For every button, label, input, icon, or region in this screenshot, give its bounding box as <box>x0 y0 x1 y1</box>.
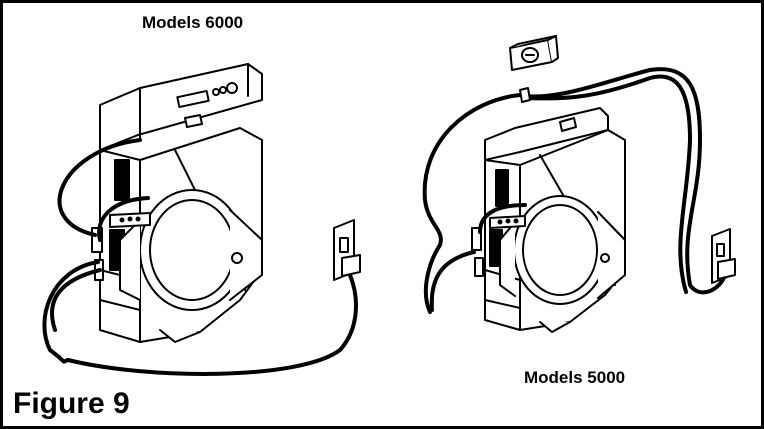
power-outlet-5000 <box>711 228 736 284</box>
models-6000-label: Models 6000 <box>142 13 244 32</box>
humidifier-5000-unit <box>471 107 626 333</box>
humidistat-control <box>509 35 559 71</box>
humidifier-6000-unit <box>91 63 263 343</box>
wiring-6000 <box>42 138 358 376</box>
wiring-5000 <box>422 67 727 314</box>
models-5000-label: Models 5000 <box>524 368 626 387</box>
figure-title: Figure 9 <box>13 387 130 420</box>
power-outlet-6000 <box>333 219 361 281</box>
